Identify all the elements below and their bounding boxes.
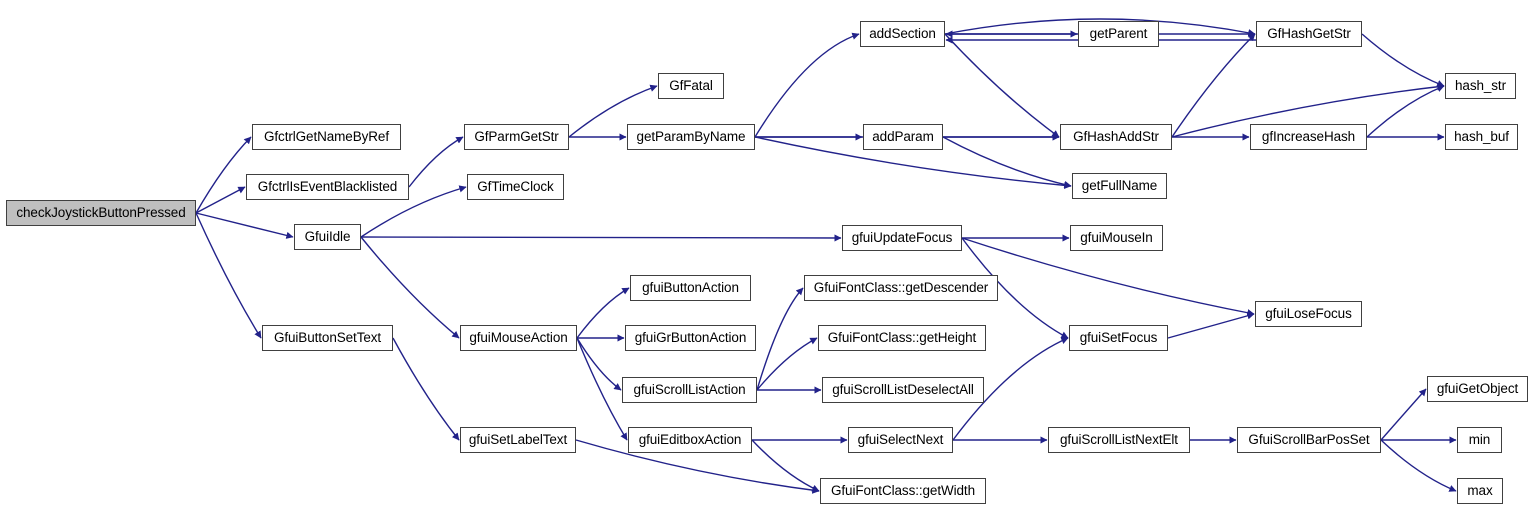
graph-node-gfuiSetFocus[interactable]: gfuiSetFocus: [1069, 325, 1168, 351]
graph-node-addSection[interactable]: addSection: [860, 21, 945, 47]
edge-gfuiScrollListAction-to-GfuiFontClass_getHeight: [756, 337, 818, 391]
graph-node-GfctrlGetNameByRef[interactable]: GfctrlGetNameByRef: [252, 124, 401, 150]
edge-GfctrlIsEventBlacklisted-to-GfParmGetStr: [408, 136, 464, 188]
edge-gfuiSetFocus-to-gfuiLoseFocus: [1167, 312, 1255, 339]
graph-node-min[interactable]: min: [1457, 427, 1502, 453]
edge-gfuiUpdateFocus-to-gfuiSetFocus: [961, 237, 1069, 339]
graph-node-gfuiScrollListNextElt[interactable]: gfuiScrollListNextElt: [1048, 427, 1190, 453]
graph-node-gfuiUpdateFocus[interactable]: gfuiUpdateFocus: [842, 225, 962, 251]
graph-node-gfuiMouseAction[interactable]: gfuiMouseAction: [460, 325, 577, 351]
edge-checkJoystickButtonPressed-to-GfuiButtonSetText: [195, 212, 262, 339]
edge-GfHashGetStr-to-hash_str: [1361, 33, 1445, 87]
graph-node-GfuiFontClass_getDescender[interactable]: GfuiFontClass::getDescender: [804, 275, 998, 301]
graph-node-getFullName[interactable]: getFullName: [1072, 173, 1167, 199]
edge-GfuiIdle-to-gfuiMouseAction: [360, 236, 460, 339]
graph-node-GfParmGetStr[interactable]: GfParmGetStr: [464, 124, 569, 150]
graph-node-GfuiFontClass_getHeight[interactable]: GfuiFontClass::getHeight: [818, 325, 986, 351]
edge-gfuiUpdateFocus-to-gfuiLoseFocus: [961, 237, 1255, 317]
graph-node-checkJoystickButtonPressed[interactable]: checkJoystickButtonPressed: [6, 200, 196, 226]
edge-checkJoystickButtonPressed-to-GfuiIdle: [195, 212, 294, 239]
edge-addSection-to-GfHashAddStr: [944, 33, 1060, 138]
graph-node-gfuiScrollListDeselectAll[interactable]: gfuiScrollListDeselectAll: [822, 377, 984, 403]
graph-node-gfuiSetLabelText[interactable]: gfuiSetLabelText: [460, 427, 576, 453]
graph-node-hash_buf[interactable]: hash_buf: [1445, 124, 1518, 150]
graph-node-GfFatal[interactable]: GfFatal: [658, 73, 724, 99]
graph-node-GfuiIdle[interactable]: GfuiIdle: [294, 224, 361, 250]
graph-node-getParamByName[interactable]: getParamByName: [627, 124, 755, 150]
graph-node-GfctrlIsEventBlacklisted[interactable]: GfctrlIsEventBlacklisted: [246, 174, 409, 200]
edge-addSection-to-GfHashGetStr: [944, 18, 1256, 37]
graph-node-addParam[interactable]: addParam: [863, 124, 943, 150]
edge-gfuiMouseAction-to-gfuiButtonAction: [576, 287, 630, 339]
edge-gfIncreaseHash-to-hash_str: [1366, 85, 1445, 138]
graph-node-gfuiScrollListAction[interactable]: gfuiScrollListAction: [622, 377, 757, 403]
edge-GfuiScrollBarPosSet-to-max: [1380, 439, 1457, 492]
edge-GfuiScrollBarPosSet-to-gfuiGetObject: [1380, 388, 1427, 441]
graph-node-gfuiGetObject[interactable]: gfuiGetObject: [1427, 376, 1528, 402]
edge-GfHashAddStr-to-GfHashGetStr: [1171, 33, 1256, 138]
edge-GfParmGetStr-to-GfFatal: [568, 84, 658, 138]
graph-node-gfuiSelectNext[interactable]: gfuiSelectNext: [848, 427, 953, 453]
edge-GfuiIdle-to-GfTimeClock: [360, 185, 467, 238]
graph-node-gfuiMouseIn[interactable]: gfuiMouseIn: [1070, 225, 1163, 251]
edge-GfuiIdle-to-gfuiUpdateFocus: [360, 234, 842, 242]
edge-getParamByName-to-getFullName: [754, 136, 1072, 190]
graph-node-hash_str[interactable]: hash_str: [1445, 73, 1516, 99]
edge-gfuiSelectNext-to-gfuiSetFocus: [952, 337, 1069, 441]
edge-gfuiSetLabelText-to-GfuiFontClass_getWidth: [575, 439, 820, 494]
graph-node-GfuiButtonSetText[interactable]: GfuiButtonSetText: [262, 325, 393, 351]
edge-addParam-to-getFullName: [942, 136, 1072, 189]
graph-node-max[interactable]: max: [1457, 478, 1503, 504]
edge-GfHashAddStr-to-hash_str: [1171, 83, 1445, 138]
edge-gfuiEditboxAction-to-GfuiFontClass_getWidth: [751, 439, 820, 492]
graph-node-gfIncreaseHash[interactable]: gfIncreaseHash: [1250, 124, 1367, 150]
graph-node-gfuiButtonAction[interactable]: gfuiButtonAction: [630, 275, 751, 301]
graph-node-GfuiScrollBarPosSet[interactable]: GfuiScrollBarPosSet: [1237, 427, 1381, 453]
edge-GfuiButtonSetText-to-gfuiSetLabelText: [392, 337, 460, 441]
edge-gfuiMouseAction-to-gfuiEditboxAction: [576, 337, 628, 441]
graph-node-GfuiFontClass_getWidth[interactable]: GfuiFontClass::getWidth: [820, 478, 986, 504]
edge-checkJoystickButtonPressed-to-GfctrlIsEventBlacklisted: [195, 186, 246, 214]
graph-node-GfHashGetStr[interactable]: GfHashGetStr: [1256, 21, 1362, 47]
graph-node-GfHashAddStr[interactable]: GfHashAddStr: [1060, 124, 1172, 150]
graph-node-GfTimeClock[interactable]: GfTimeClock: [467, 174, 564, 200]
graph-node-getParent[interactable]: getParent: [1078, 21, 1159, 47]
graph-node-gfuiLoseFocus[interactable]: gfuiLoseFocus: [1255, 301, 1362, 327]
edge-getParamByName-to-addSection: [754, 32, 860, 138]
graph-node-gfuiEditboxAction[interactable]: gfuiEditboxAction: [628, 427, 752, 453]
graph-node-gfuiGrButtonAction[interactable]: gfuiGrButtonAction: [625, 325, 756, 351]
edge-gfuiMouseAction-to-gfuiScrollListAction: [576, 337, 622, 391]
edge-gfuiScrollListAction-to-GfuiFontClass_getDescender: [756, 287, 804, 391]
edge-checkJoystickButtonPressed-to-GfctrlGetNameByRef: [195, 136, 252, 214]
